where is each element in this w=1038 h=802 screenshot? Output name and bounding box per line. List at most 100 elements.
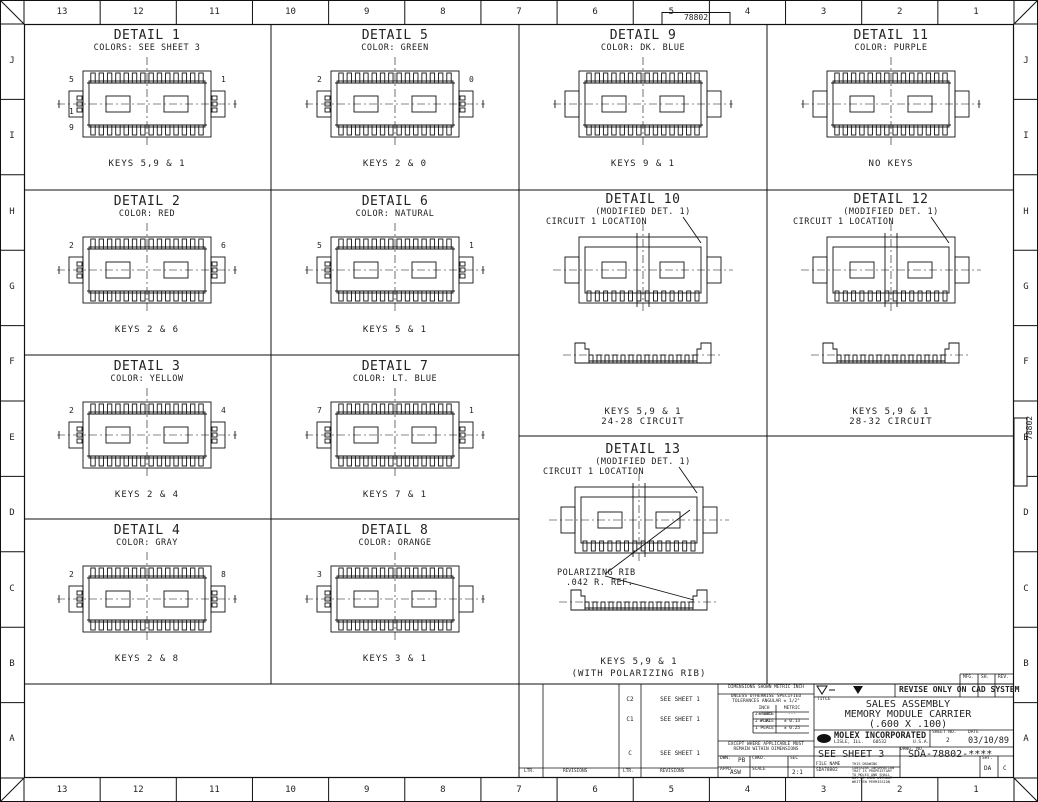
- detail-10-title: DETAIL 10: [605, 192, 681, 207]
- title-line-1: SALES ASSEMBLY: [865, 699, 951, 710]
- pin-label-left: 1: [69, 107, 74, 116]
- zone-label-top: 12: [132, 7, 144, 17]
- company-zip: 60532: [873, 740, 887, 745]
- zone-label-top: 11: [208, 7, 220, 17]
- detail-title: DETAIL 5: [361, 28, 429, 43]
- sh-header: SH.: [981, 675, 990, 680]
- detail-12-title: DETAIL 12: [853, 192, 929, 207]
- rev-revisions-header: REVISIONS: [563, 769, 588, 774]
- zone-label-right: A: [1023, 734, 1029, 745]
- scale-value: 2:1: [792, 769, 803, 776]
- detail-title: DETAIL 7: [361, 359, 429, 374]
- detail-keys: KEYS 2 & 4: [114, 490, 180, 500]
- pin-label-left: 5: [317, 241, 322, 250]
- zone-label-top: 13: [56, 7, 68, 17]
- detail-10-callout: CIRCUIT 1 LOCATION: [546, 217, 648, 227]
- detail-subtitle: COLOR: PURPLE: [854, 43, 928, 53]
- drawing-no-label: DRWG. NO.: [900, 747, 925, 752]
- zone-label-bottom: 4: [744, 785, 751, 795]
- connector-drawing-d13: [549, 466, 729, 611]
- zone-label-bottom: 6: [592, 785, 598, 795]
- connector-drawing-d7: [305, 388, 485, 476]
- revise-note: REVISE ONLY ON CAD SYSTEM: [899, 685, 1020, 694]
- pin-label-right: 4: [221, 406, 226, 415]
- pin-label-right: 1: [469, 241, 474, 250]
- title-line-2: MEMORY MODULE CARRIER: [844, 709, 972, 720]
- zone-label-right: B: [1023, 658, 1029, 669]
- detail-title: DETAIL 6: [361, 194, 429, 209]
- detail-subtitle: COLOR: GRAY: [116, 538, 178, 548]
- pin-label-left: 5: [69, 75, 74, 84]
- zone-label-top: 2: [897, 7, 903, 17]
- company-name: MOLEX INCORPORATED: [834, 731, 927, 741]
- detail-12-circuit: 28-32 CIRCUIT: [849, 417, 933, 427]
- tol-metric-value: ± 0.25: [783, 726, 801, 731]
- connector-drawing-d8: [305, 552, 485, 640]
- detail-subtitle: COLOR: GREEN: [361, 43, 429, 53]
- tol-note-1: DIMENSIONS SHOWN METRIC INCH: [728, 685, 804, 690]
- polarizing-rib-ref: .042 R. REF.: [566, 578, 634, 588]
- projection-symbol-icon: [816, 685, 835, 695]
- zone-label-left: I: [9, 131, 15, 142]
- zone-label-left: E: [9, 432, 15, 443]
- zone-label-bottom: 8: [440, 785, 446, 795]
- detail-10-keys: KEYS 5,9 & 1: [604, 407, 682, 417]
- zone-label-top: 10: [285, 7, 296, 17]
- delta-icon: [853, 686, 863, 694]
- tol-note-4: EXCEPT WHERE APPLICABLE MUST: [728, 742, 804, 747]
- molex-logo-icon: [817, 734, 831, 743]
- connector-drawing-d10: [553, 216, 733, 364]
- zone-label-left: D: [9, 508, 15, 519]
- pin-label-right: 1: [469, 406, 474, 415]
- connector-drawing-d4: [57, 552, 237, 640]
- detail-13-subtitle: (MODIFIED DET. 1): [595, 457, 691, 467]
- pin-label-left: 9: [69, 123, 74, 132]
- tol-inch-value: ---: [760, 726, 770, 731]
- detail-title: DETAIL 11: [853, 28, 929, 43]
- detail-title: DETAIL 8: [361, 523, 429, 538]
- tol-metric-value: ---: [787, 712, 797, 717]
- detail-title: DETAIL 9: [609, 28, 677, 43]
- zone-label-bottom: 12: [132, 785, 144, 795]
- zone-label-bottom: 5: [668, 785, 675, 795]
- tol-note-2: UNLESS OTHERWISE SPECIFIED: [730, 694, 802, 699]
- rev-revisions-header-2: REVISIONS: [660, 769, 685, 774]
- tol-place-label: 1 PLACE: [755, 726, 774, 731]
- date-label: DATE: [968, 730, 979, 735]
- zone-label-bottom: 11: [208, 785, 220, 795]
- zone-label-bottom: 7: [516, 785, 522, 795]
- detail-title: DETAIL 1: [113, 28, 181, 43]
- tol-note-3: TOLERANCES ANGULAR ± 1/2°: [732, 699, 800, 704]
- zone-label-right: I: [1023, 131, 1029, 142]
- zone-label-right: E: [1023, 432, 1029, 443]
- detail-keys: KEYS 2 & 6: [114, 325, 180, 335]
- revision-text: SEE SHEET 1: [660, 696, 700, 703]
- checked-label: CHKD.: [752, 756, 766, 761]
- pin-label-right: 1: [221, 75, 226, 84]
- pin-label-right: 6: [221, 241, 226, 250]
- zone-label-right: H: [1023, 206, 1029, 217]
- drawn-label: DWN.: [720, 756, 731, 761]
- approved-label: APPD.: [720, 767, 734, 772]
- detail-10-subtitle: (MODIFIED DET. 1): [595, 207, 691, 217]
- zone-label-right: D: [1023, 508, 1029, 519]
- zone-label-top: 4: [744, 7, 751, 17]
- revision-text: SEE SHEET 1: [660, 750, 700, 757]
- detail-keys: KEYS 7 & 1: [362, 490, 428, 500]
- zone-label-left: C: [9, 583, 15, 594]
- zone-label-left: B: [9, 658, 15, 669]
- company-country: U.S.A.: [913, 740, 930, 745]
- zone-label-top: 9: [363, 7, 370, 17]
- connector-drawing-d12: [801, 216, 981, 364]
- pin-label-left: 2: [69, 241, 74, 250]
- zone-label-left: G: [9, 281, 15, 292]
- mfg-header: MFG.: [963, 675, 974, 680]
- detail-title: DETAIL 3: [113, 359, 181, 374]
- tol-inch-value: ±.01: [759, 719, 771, 724]
- zone-label-left: H: [9, 206, 15, 217]
- tol-metric-header: METRIC: [783, 706, 801, 711]
- revision-letter: C: [628, 750, 632, 757]
- pin-label-left: 3: [317, 570, 322, 579]
- title-line-3: (.600 X .100): [868, 719, 948, 730]
